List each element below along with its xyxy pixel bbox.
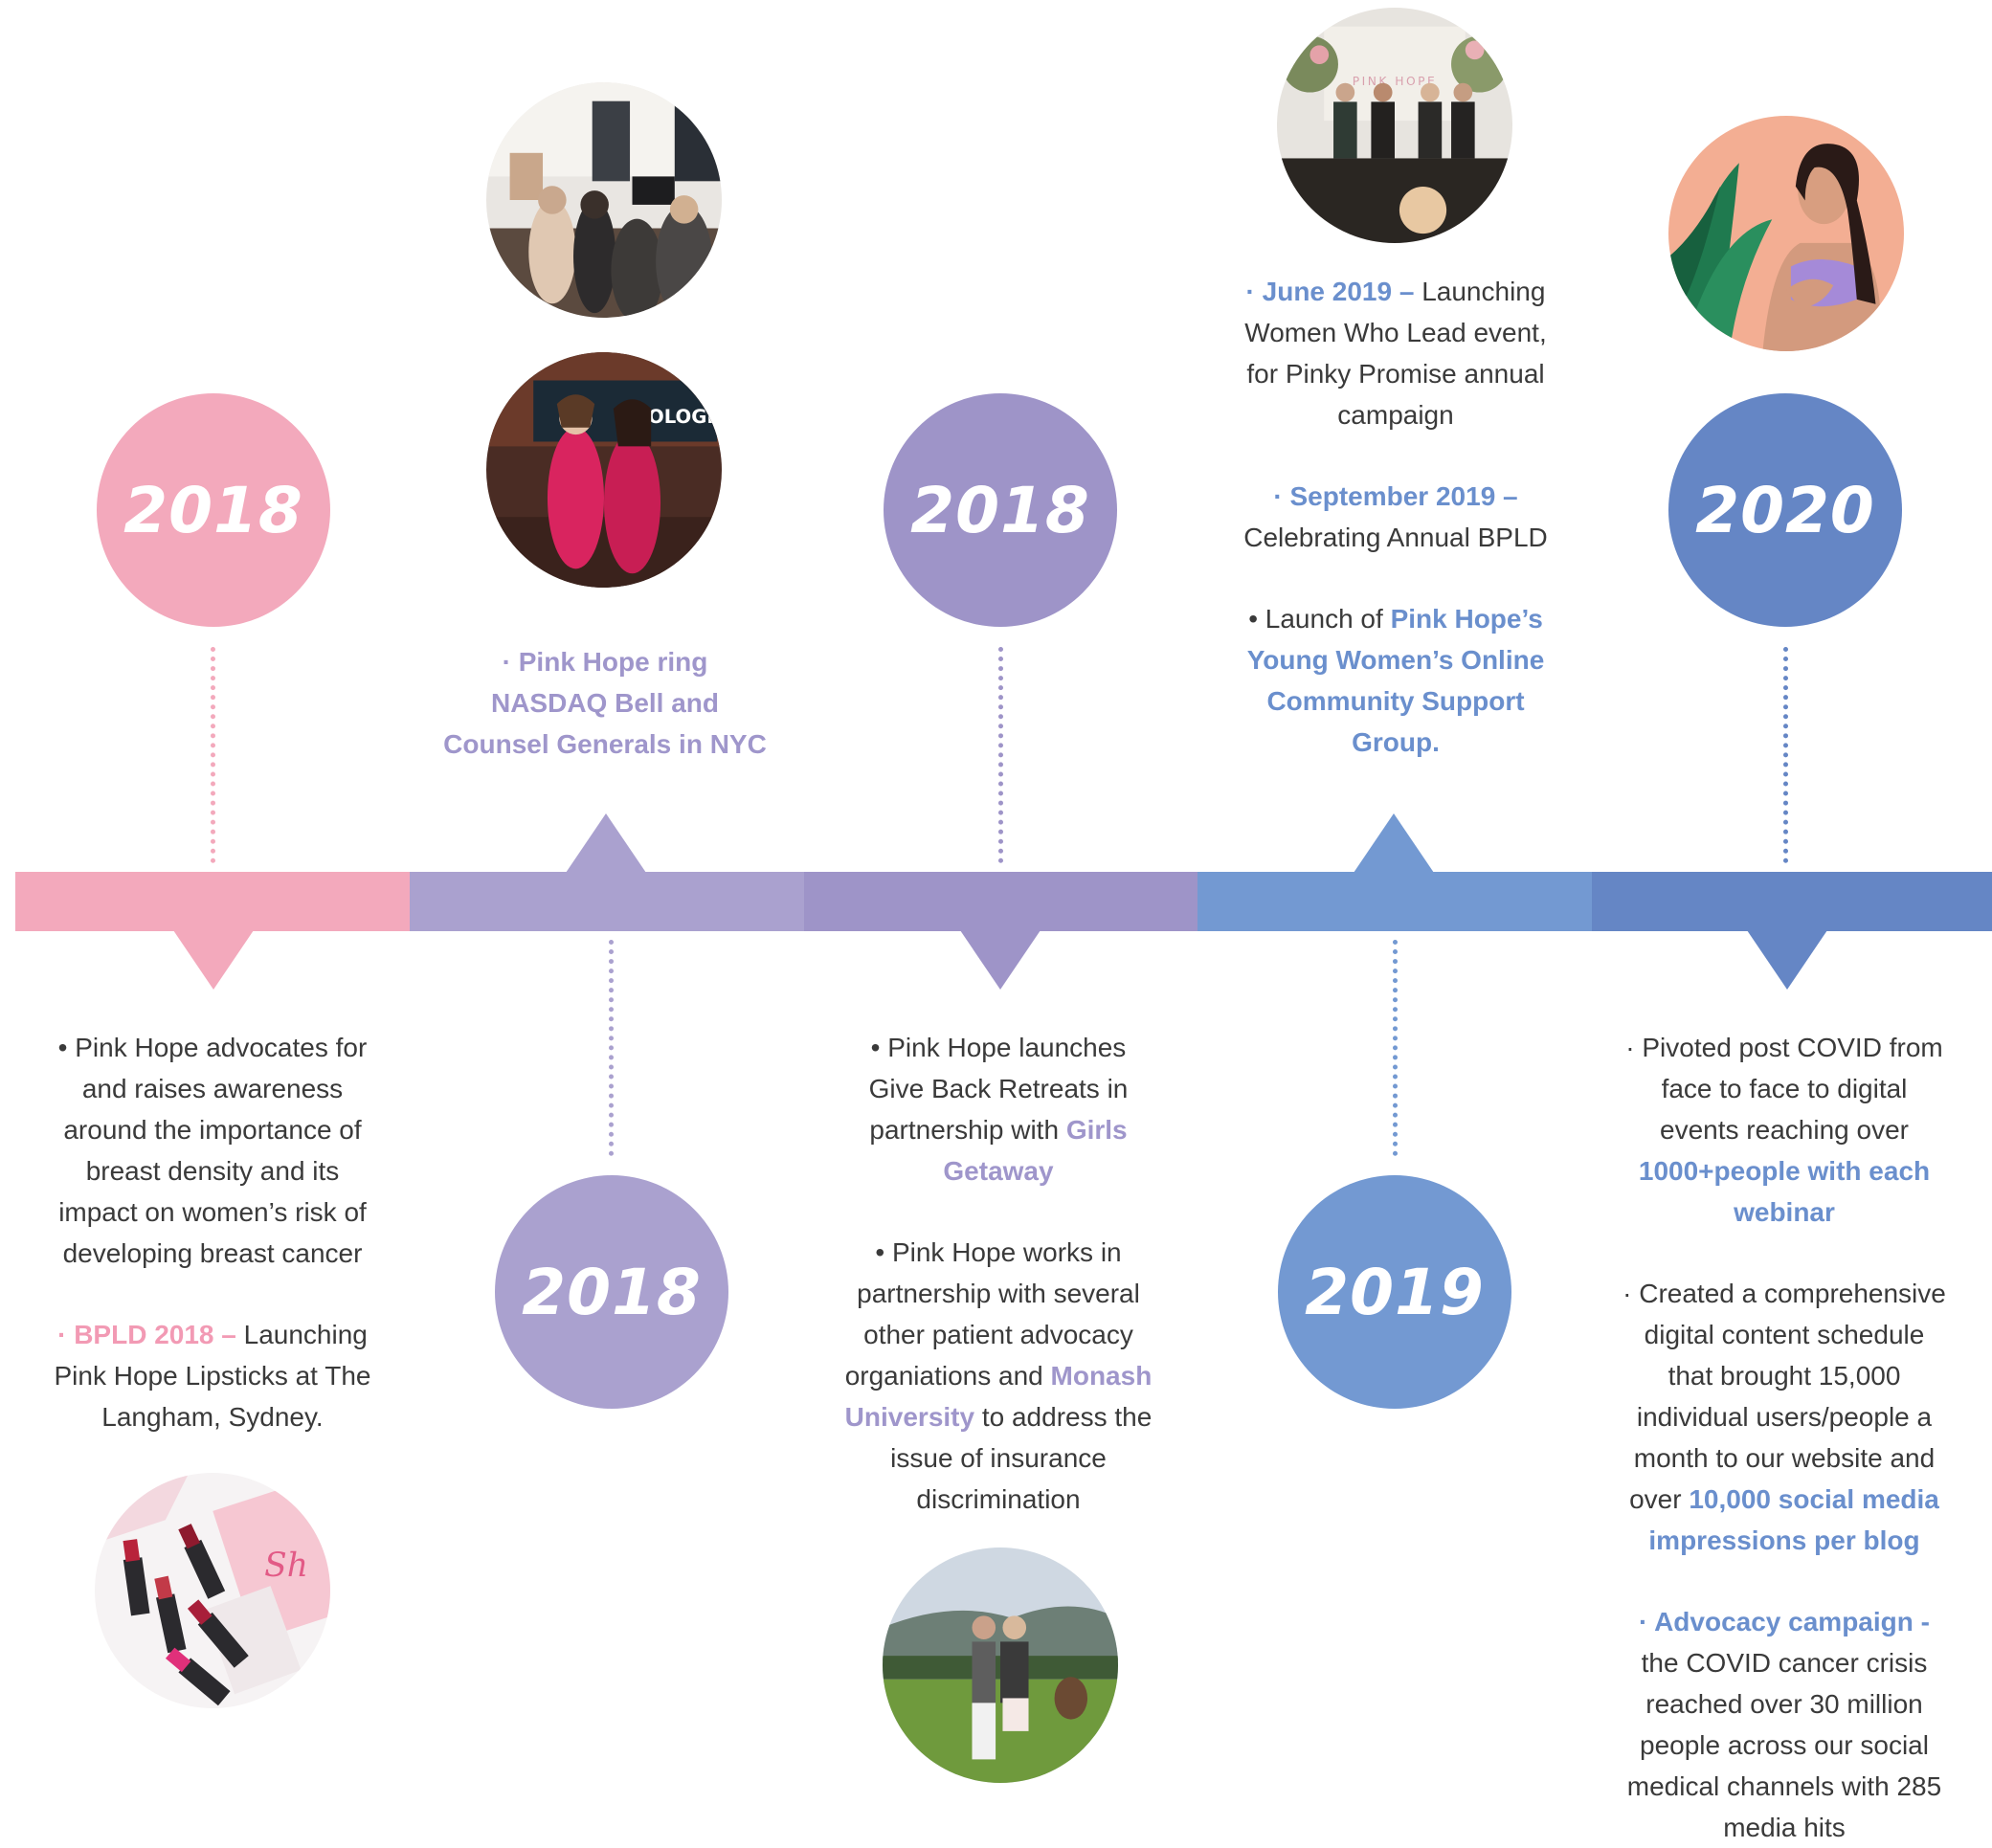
lipsticks-image: Sh xyxy=(95,1473,330,1708)
timeline-pointer-down-1 xyxy=(173,930,254,990)
content-schedule-text: · Created a comprehensive digital conten… xyxy=(1623,1279,1946,1514)
timeline-pointer-down-5 xyxy=(1747,930,1827,990)
milestone-4-para-3: • Launch of Pink Hope’s Young Women’s On… xyxy=(1228,598,1563,763)
milestone-4-para-1: · June 2019 – Launching Women Who Lead e… xyxy=(1228,271,1563,435)
nyc-event-photo xyxy=(486,82,722,318)
connector-3 xyxy=(998,647,1003,863)
milestone-5-para-2: · Created a comprehensive digital conten… xyxy=(1622,1273,1947,1561)
milestone-1-para-1: • Pink Hope advocates for and raises awa… xyxy=(57,1033,368,1268)
connector-2 xyxy=(609,940,614,1156)
june-2019-label: · June 2019 – xyxy=(1245,277,1415,306)
year-circle-1: 2018 xyxy=(97,393,330,627)
launch-text: • Launch of xyxy=(1248,604,1391,634)
september-2019-text: Celebrating Annual BPLD xyxy=(1243,523,1548,552)
milestone-1-text: • Pink Hope advocates for and raises awa… xyxy=(50,1027,375,1437)
milestone-3-para-2: • Pink Hope works in partnership with se… xyxy=(840,1232,1156,1520)
june-2019-text: Launching Women Who Lead event, for Pink… xyxy=(1244,277,1547,430)
self-exam-illustration xyxy=(1668,116,1904,351)
online-community-label: Pink Hope’s Young Women’s Online Communi… xyxy=(1246,604,1545,757)
impressions-label: 10,000 social media impressions per blog xyxy=(1648,1484,1939,1555)
milestone-5-para-1: · Pivoted post COVID from face to face t… xyxy=(1622,1027,1947,1233)
timeline-segment-1 xyxy=(15,872,410,931)
timeline-segment-3 xyxy=(804,872,1197,931)
year-circle-5: 2020 xyxy=(1668,393,1902,627)
connector-1 xyxy=(211,647,215,863)
covid-pivot-text: · Pivoted post COVID from face to face t… xyxy=(1625,1033,1943,1145)
bpld-2018-label: · BPLD 2018 – xyxy=(57,1320,236,1349)
lipsticks-photo: Sh xyxy=(95,1473,330,1708)
panel-event-image: PINK HOPE xyxy=(1277,8,1512,243)
milestone-2-para-1: · Pink Hope ring NASDAQ Bell and Counsel… xyxy=(443,647,767,759)
milestone-3-para-1: • Pink Hope launches Give Back Retreats … xyxy=(840,1027,1156,1191)
milestone-5-text: · Pivoted post COVID from face to face t… xyxy=(1622,1027,1947,1848)
retreat-image xyxy=(883,1547,1118,1783)
panel-sign: PINK HOPE xyxy=(1353,75,1437,88)
advocacy-campaign-text: the COVID cancer crisis reached over 30 … xyxy=(1626,1648,1942,1842)
timeline-segment-2 xyxy=(410,872,804,931)
timeline-pointer-up-4 xyxy=(1354,813,1434,873)
hologic-event-image: HOLOGIC xyxy=(486,352,722,588)
milestone-4-para-2: · September 2019 – Celebrating Annual BP… xyxy=(1228,476,1563,558)
panel-event-photo: PINK HOPE xyxy=(1277,8,1512,243)
milestone-4-text: · June 2019 – Launching Women Who Lead e… xyxy=(1228,271,1563,763)
timeline-pointer-up-2 xyxy=(566,813,646,873)
milestone-5-para-3: · Advocacy campaign - the COVID cancer c… xyxy=(1622,1601,1947,1848)
timeline-segment-5 xyxy=(1592,872,1992,931)
year-circle-4: 2019 xyxy=(1278,1175,1511,1409)
year-circle-2: 2018 xyxy=(495,1175,728,1409)
svg-text:Sh: Sh xyxy=(264,1547,308,1585)
monash-label: Monash University xyxy=(844,1361,1153,1432)
retreat-photo xyxy=(883,1547,1118,1783)
nyc-event-image xyxy=(486,82,722,318)
hologic-event-photo: HOLOGIC xyxy=(486,352,722,588)
advocacy-campaign-label: · Advocacy campaign - xyxy=(1639,1607,1930,1636)
give-back-text: • Pink Hope launches Give Back Retreats … xyxy=(868,1033,1129,1145)
september-2019-label: · September 2019 – xyxy=(1273,481,1518,511)
timeline-segment-4 xyxy=(1197,872,1592,931)
svg-text:HOLOGIC: HOLOGIC xyxy=(633,406,722,428)
milestone-3-text: • Pink Hope launches Give Back Retreats … xyxy=(840,1027,1156,1520)
webinar-reach-label: 1000+people with each webinar xyxy=(1638,1156,1931,1227)
bpld-2018-text: Launching Pink Hope Lipsticks at The Lan… xyxy=(54,1320,371,1432)
timeline-pointer-down-3 xyxy=(960,930,1041,990)
self-exam-image xyxy=(1668,116,1904,351)
girls-getaway-label: Girls Getaway xyxy=(943,1115,1128,1186)
insurance-text: to address the issue of insurance discri… xyxy=(890,1402,1153,1514)
milestone-1-para-2: · BPLD 2018 – Launching Pink Hope Lipsti… xyxy=(50,1314,375,1437)
connector-4 xyxy=(1393,940,1398,1156)
year-circle-3: 2018 xyxy=(884,393,1117,627)
partnership-text: • Pink Hope works in partnership with se… xyxy=(844,1237,1140,1391)
milestone-2-text: · Pink Hope ring NASDAQ Bell and Counsel… xyxy=(442,641,768,765)
connector-5 xyxy=(1783,647,1788,863)
